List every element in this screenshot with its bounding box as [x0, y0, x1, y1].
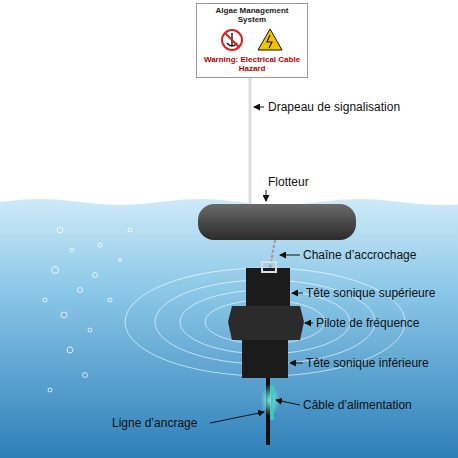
part-label: Câble d’alimentation	[303, 398, 412, 412]
part-label: Ligne d’ancrage	[112, 416, 197, 430]
float	[198, 204, 356, 240]
warning-icon	[258, 29, 282, 50]
no-anchor-icon	[222, 30, 242, 50]
flag-pole	[249, 74, 252, 207]
water	[0, 199, 458, 458]
bubbles	[43, 227, 132, 392]
ultrasonic-device	[228, 262, 304, 445]
part-label: Flotteur	[268, 175, 309, 189]
part-label: Tête sonique supérieure	[306, 286, 435, 300]
leader-lines	[210, 107, 313, 423]
warning-flag: Algae Management SystemWarning: Electric…	[196, 3, 308, 78]
flag-text: Warning: Electrical Cable Hazard	[201, 56, 303, 74]
part-label: Drapeau de signalisation	[268, 100, 400, 114]
flag-text: Algae Management System	[201, 7, 303, 25]
part-label: Chaîne d’accrochage	[303, 248, 416, 262]
chain	[270, 240, 275, 268]
part-label: Pilote de fréquence	[316, 316, 419, 330]
part-label: Tête sonique inférieure	[306, 356, 429, 370]
